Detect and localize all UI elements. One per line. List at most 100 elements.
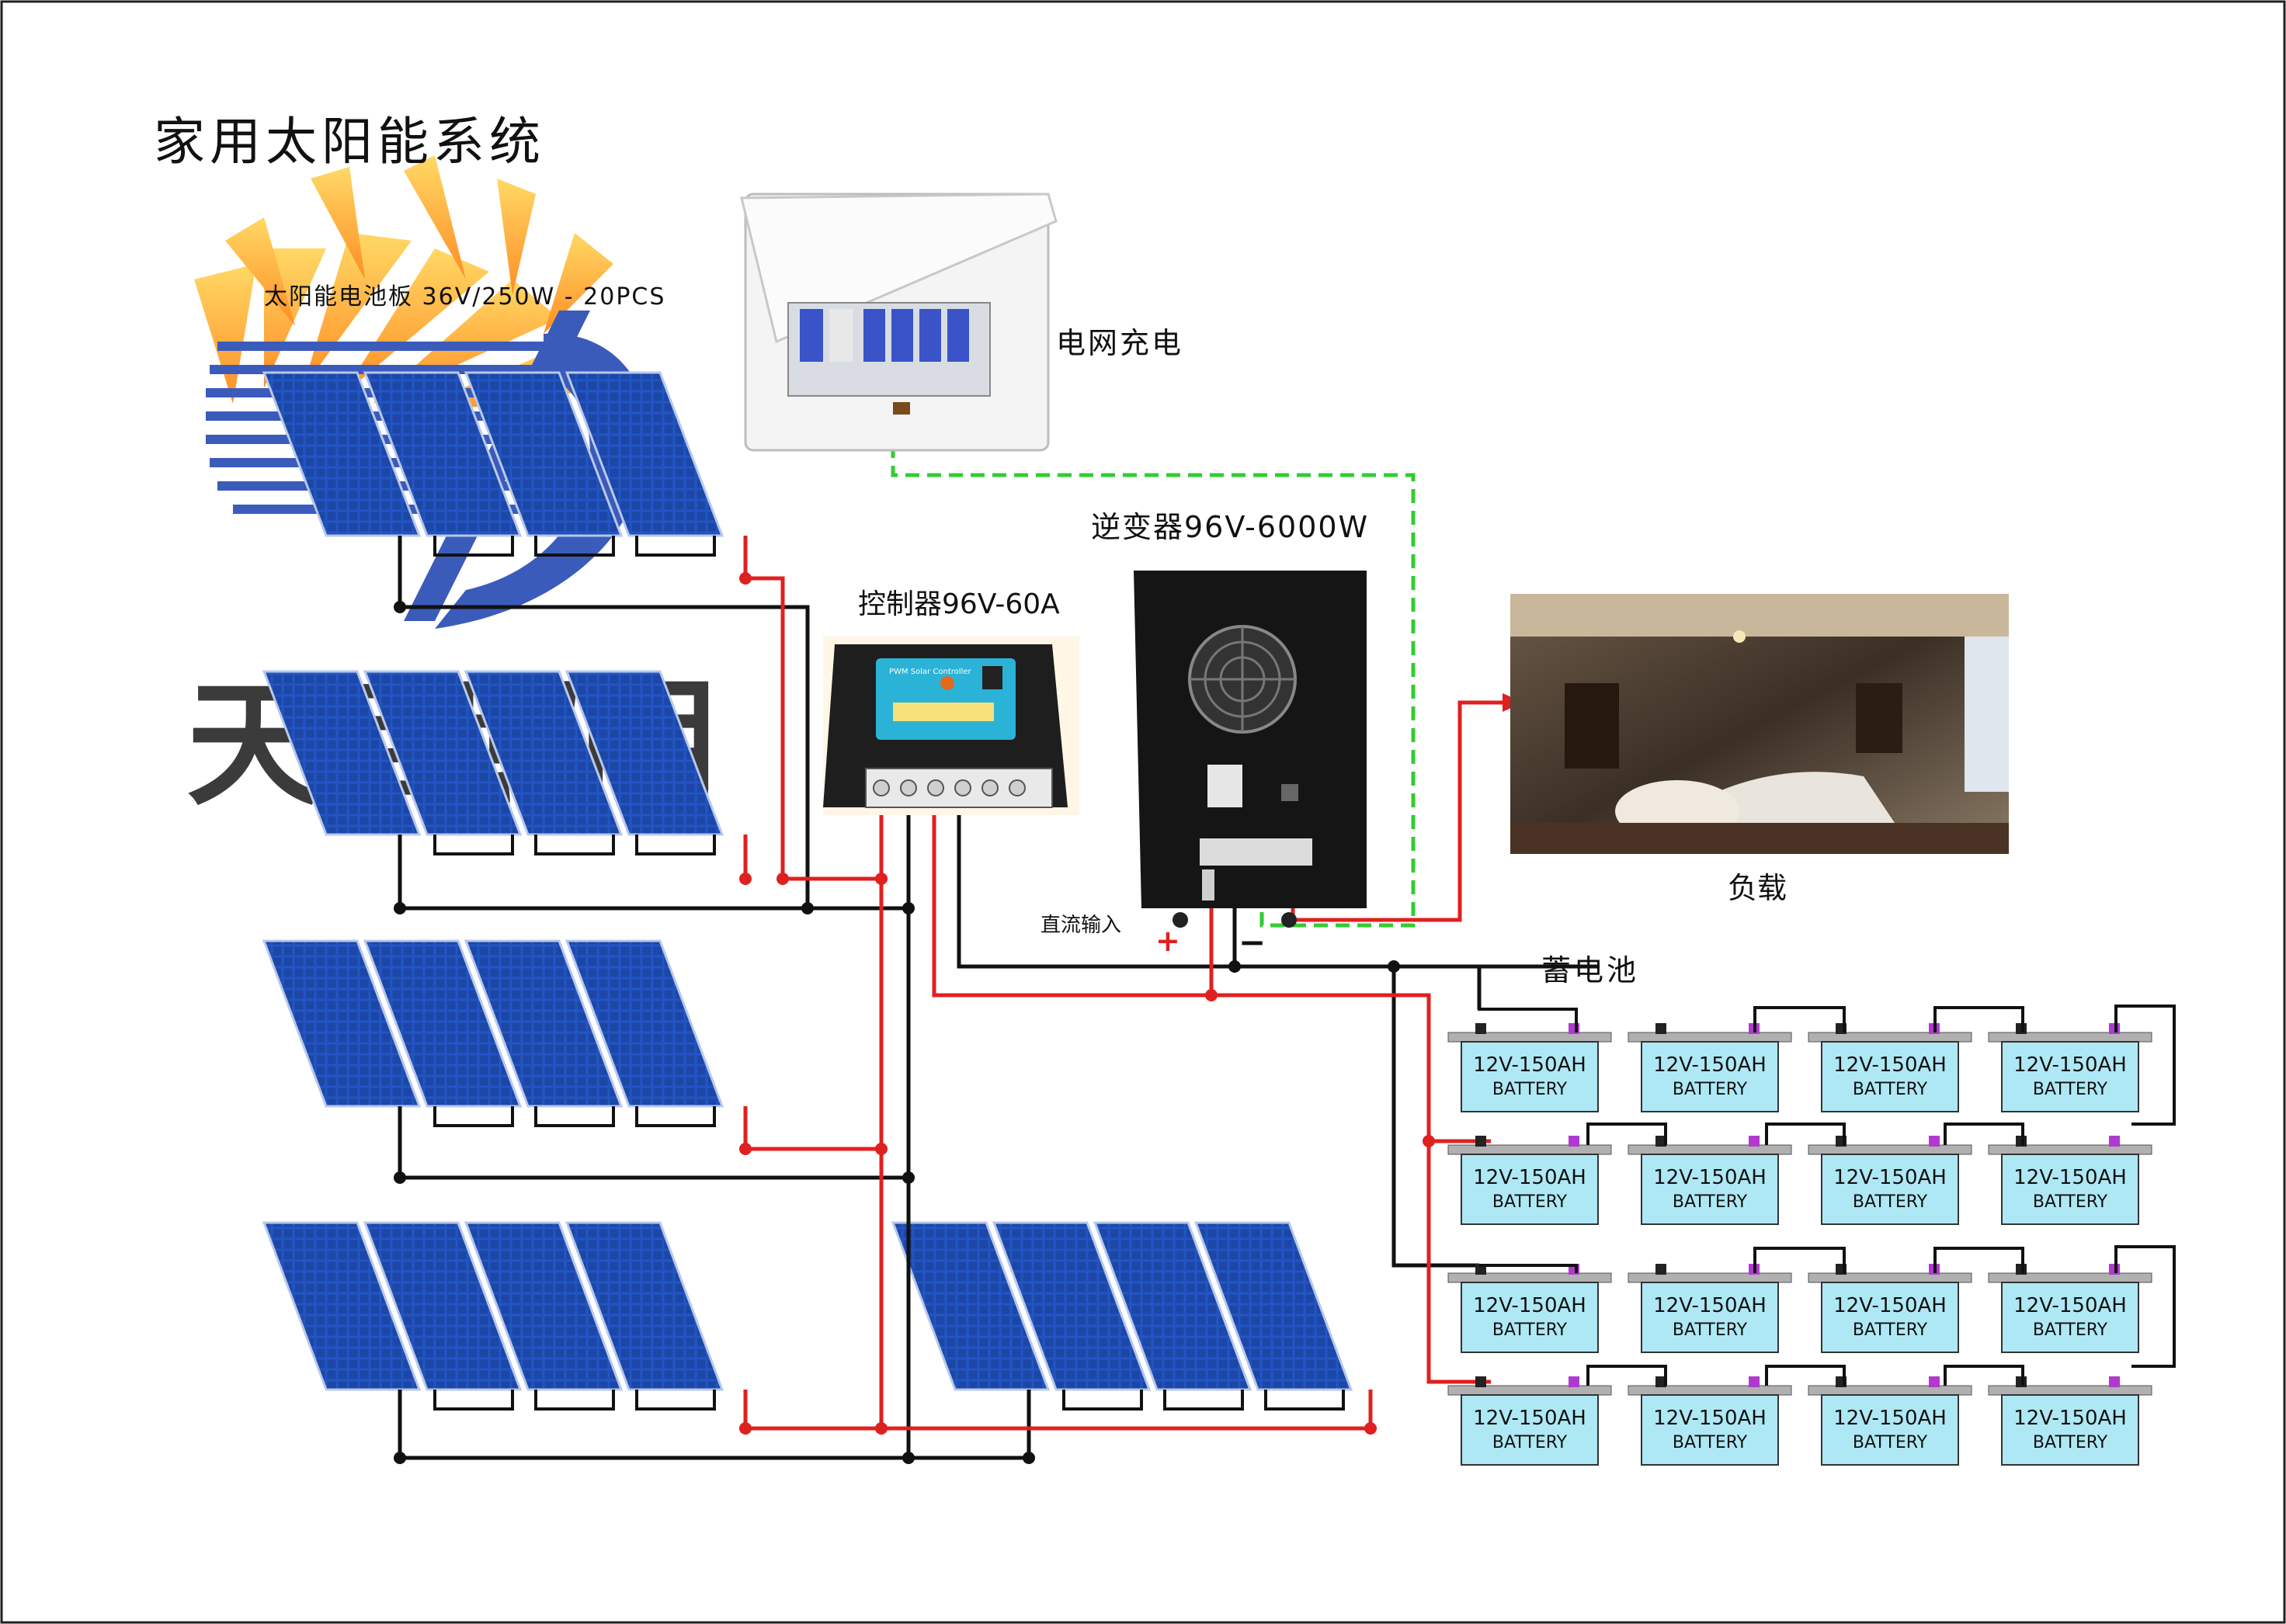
- positive-wiring: [743, 536, 1503, 1431]
- solar-panel: [565, 371, 724, 537]
- battery-type: BATTERY: [1492, 1192, 1568, 1212]
- inverter-label: 逆变器96V-6000W: [1091, 510, 1369, 544]
- load-label: 负载: [1728, 871, 1787, 905]
- solar-panel: [992, 1221, 1152, 1391]
- battery-type: BATTERY: [1853, 1433, 1928, 1452]
- solar-panel: [464, 939, 624, 1108]
- charge-controller: PWM Solar Controller: [823, 637, 1079, 815]
- negative-terminal-icon: [1475, 1023, 1486, 1034]
- controller-face-title: PWM Solar Controller: [889, 668, 971, 676]
- solar-panel: [464, 670, 624, 836]
- battery-type: BATTERY: [1673, 1320, 1748, 1340]
- battery-type: BATTERY: [1853, 1080, 1928, 1099]
- solar-panel: [262, 939, 422, 1108]
- battery-rating: 12V-150AH: [2013, 1053, 2127, 1077]
- battery: 12V-150AH BATTERY: [1988, 1023, 2152, 1112]
- battery-type: BATTERY: [1492, 1320, 1568, 1340]
- positive-terminal-icon: [1749, 1136, 1760, 1147]
- positive-terminal-icon: [1929, 1136, 1940, 1147]
- solar-panel: [363, 1221, 523, 1391]
- battery-rating: 12V-150AH: [1833, 1294, 1947, 1317]
- positive-terminal-icon: [1569, 1136, 1579, 1147]
- controller-label: 控制器96V-60A: [858, 588, 1060, 620]
- battery-type: BATTERY: [1853, 1192, 1928, 1212]
- grid-charging-label: 电网充电: [1056, 326, 1183, 360]
- battery: 12V-150AH BATTERY: [1808, 1023, 1972, 1112]
- battery-type: BATTERY: [2033, 1320, 2108, 1340]
- solar-array-row-3: [262, 939, 724, 1127]
- solar-panel: [565, 670, 724, 836]
- battery-bank-label: 蓄电池: [1541, 953, 1639, 987]
- solar-panel: [262, 371, 422, 537]
- battery-bank: 12V-150AH BATTERY 12V-150AH BATTERY 12V-150A…: [1447, 1023, 2152, 1466]
- battery-type: BATTERY: [2033, 1192, 2108, 1212]
- battery: 12V-150AH BATTERY: [1447, 1264, 1612, 1353]
- battery-type: BATTERY: [1492, 1080, 1568, 1099]
- battery: 12V-150AH BATTERY: [1447, 1376, 1612, 1466]
- battery-rating: 12V-150AH: [1653, 1294, 1767, 1317]
- solar-panel: [363, 939, 523, 1108]
- positive-terminal-icon: [1569, 1376, 1579, 1387]
- inverter: [1134, 571, 1367, 928]
- solar-panel-label: 太阳能电池板 36V/250W - 20PCS: [264, 283, 665, 311]
- battery: 12V-150AH BATTERY: [1628, 1264, 1792, 1353]
- battery-type: BATTERY: [1673, 1433, 1748, 1452]
- battery-type: BATTERY: [1673, 1192, 1748, 1212]
- solar-panel: [464, 371, 624, 537]
- solar-array-row-4-left: [262, 1221, 724, 1411]
- battery-type: BATTERY: [1492, 1433, 1568, 1452]
- negative-terminal-icon: [1475, 1136, 1486, 1147]
- battery: 12V-150AH BATTERY: [1447, 1023, 1612, 1112]
- solar-array-row-2: [262, 670, 724, 855]
- battery: 12V-150AH BATTERY: [1447, 1136, 1612, 1225]
- negative-terminal-icon: [1655, 1136, 1666, 1147]
- battery-rating: 12V-150AH: [2013, 1166, 2127, 1189]
- positive-terminal-icon: [1929, 1376, 1940, 1387]
- battery-rating: 12V-150AH: [1473, 1407, 1586, 1430]
- negative-terminal-icon: [1655, 1264, 1666, 1275]
- battery-rating: 12V-150AH: [2013, 1407, 2127, 1430]
- solar-panel: [262, 1221, 422, 1391]
- negative-junctions: [394, 601, 1400, 1464]
- negative-terminal-icon: [1655, 1023, 1666, 1034]
- positive-terminal-icon: [1749, 1376, 1760, 1387]
- load-room-image: [1510, 594, 2009, 854]
- battery-rating: 12V-150AH: [1653, 1166, 1767, 1189]
- distribution-box: [740, 193, 1058, 452]
- battery: 12V-150AH BATTERY: [1988, 1136, 2152, 1225]
- diagram-title: 家用太阳能系统: [154, 112, 545, 172]
- grid-charging-line: [891, 444, 1416, 928]
- battery-rating: 12V-150AH: [1653, 1407, 1767, 1430]
- battery-interconnects: [1478, 966, 2176, 1386]
- battery-type: BATTERY: [2033, 1080, 2108, 1099]
- positive-sign: +: [1155, 924, 1180, 958]
- battery: 12V-150AH BATTERY: [1988, 1376, 2152, 1466]
- solar-array-row-1: [262, 371, 724, 557]
- controller-terminals: [865, 768, 1053, 808]
- solar-panel: [363, 371, 523, 537]
- positive-junctions: [739, 572, 1435, 1435]
- solar-panel: [464, 1221, 624, 1391]
- battery-rating: 12V-150AH: [1833, 1166, 1947, 1189]
- dc-input-label: 直流输入: [1041, 914, 1121, 937]
- battery-rating: 12V-150AH: [1653, 1053, 1767, 1077]
- battery: 12V-150AH BATTERY: [1808, 1136, 1972, 1225]
- battery-rating: 12V-150AH: [1473, 1294, 1586, 1317]
- battery-type: BATTERY: [2033, 1433, 2108, 1452]
- battery-type: BATTERY: [1853, 1320, 1928, 1340]
- battery-rating: 12V-150AH: [1473, 1166, 1586, 1189]
- positive-terminal-icon: [2109, 1376, 2120, 1387]
- solar-panel: [891, 1221, 1051, 1391]
- battery: 12V-150AH BATTERY: [1628, 1376, 1792, 1466]
- solar-panel: [262, 670, 422, 836]
- battery-rating: 12V-150AH: [1833, 1053, 1947, 1077]
- solar-panel: [363, 670, 523, 836]
- solar-panel: [565, 939, 724, 1108]
- battery-rating: 12V-150AH: [1473, 1053, 1586, 1077]
- battery: 12V-150AH BATTERY: [1808, 1264, 1972, 1353]
- negative-sign: −: [1239, 923, 1266, 961]
